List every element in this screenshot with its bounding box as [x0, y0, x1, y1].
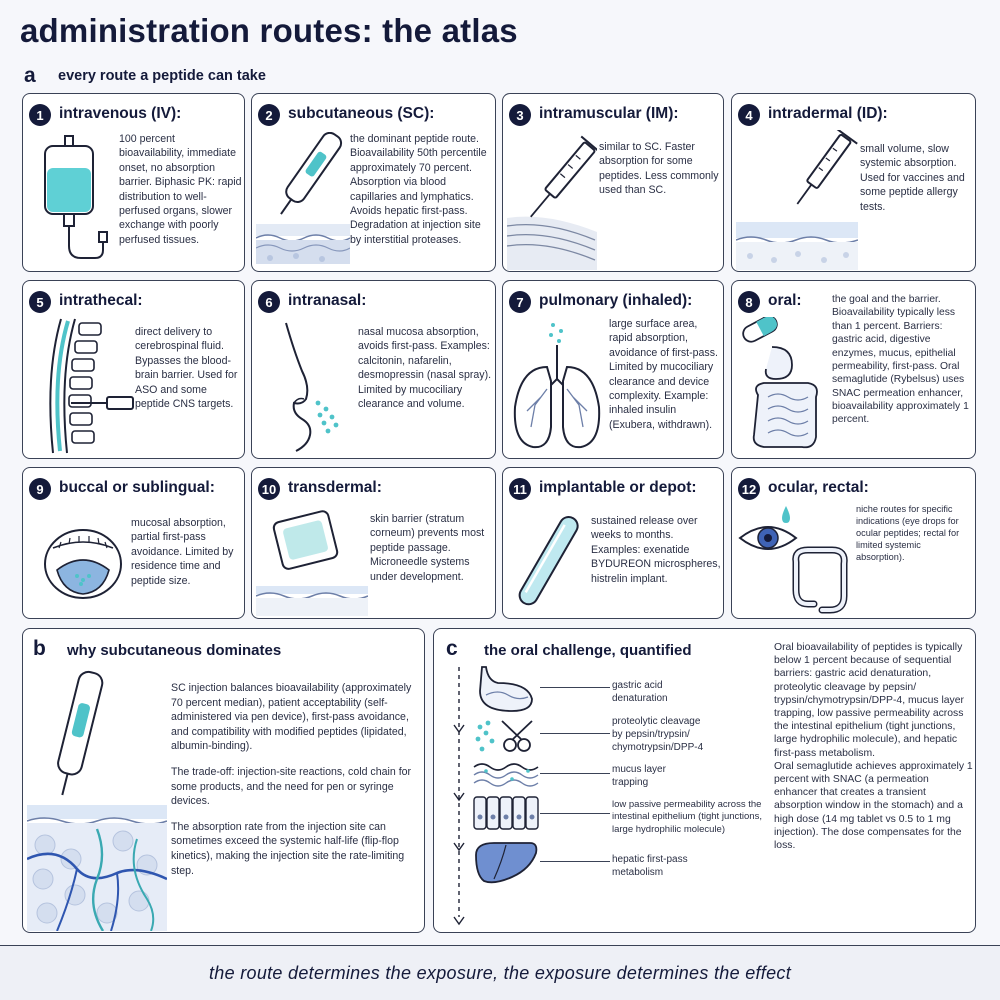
route-card-iv: 1 intravenous (IV): 100 percent bioavail…	[22, 93, 245, 272]
sc-injection-illustration-icon	[27, 670, 167, 931]
route-number: 7	[509, 291, 531, 313]
route-title: intranasal:	[288, 292, 367, 309]
panel-a-subtitle: every route a peptide can take	[58, 68, 266, 84]
route-title: intramuscular (IM):	[539, 105, 679, 122]
route-title: transdermal:	[288, 479, 382, 496]
route-number: 6	[258, 291, 280, 313]
route-card-implant: 11 implantable or depot: sustained relea…	[502, 467, 724, 619]
panel-b-paragraph: SC injection balances bioavailability (a…	[171, 682, 412, 753]
route-description: direct delivery to cerebrospinal fluid. …	[135, 326, 238, 411]
page-title: administration routes: the atlas	[20, 12, 518, 49]
lungs-icon	[513, 323, 601, 449]
liver-icon	[475, 842, 538, 884]
route-description: similar to SC. Faster absorption for som…	[599, 141, 719, 197]
step-connector	[540, 813, 610, 814]
oral-barrier-step: low passive permeability across the inte…	[612, 799, 762, 835]
oral-barrier-step: proteolytic cleavage by pepsin/trypsin/ …	[612, 716, 704, 753]
route-card-im: 3 intramuscular (IM): similar to SC. Fas…	[502, 93, 724, 272]
route-card-pulmonary: 7 pulmonary (inhaled): large surface are…	[502, 280, 724, 459]
route-title: intrathecal:	[59, 292, 143, 309]
route-number: 9	[29, 478, 51, 500]
step-connector	[540, 773, 610, 774]
route-number: 1	[29, 104, 51, 126]
patch-icon	[256, 510, 368, 616]
route-description: the goal and the barrier. Bioavailabilit…	[832, 294, 969, 426]
route-title: implantable or depot:	[539, 479, 697, 496]
syringe-muscle-icon	[507, 135, 597, 270]
stomach-icon	[479, 666, 533, 712]
panel-b-title: why subcutaneous dominates	[67, 642, 282, 659]
route-description: niche routes for specific indications (e…	[856, 504, 960, 562]
route-title: intradermal (ID):	[768, 105, 888, 122]
panel-c-card: c the oral challenge, quantified gastr	[433, 628, 976, 933]
route-number: 10	[258, 478, 280, 500]
route-card-transdermal: 10 transdermal: skin barrier (stratum co…	[251, 467, 496, 619]
route-card-id: 4 intradermal (ID): small volume, slow s…	[731, 93, 976, 272]
route-card-sc: 2 subcutaneous (SC): the dominant peptid…	[251, 93, 496, 272]
route-title: ocular, rectal:	[768, 479, 869, 496]
flow-arrow	[453, 667, 465, 926]
oral-barrier-step: mucus layer trapping	[612, 764, 666, 788]
route-card-buccal: 9 buccal or sublingual: mucosal absorpti…	[22, 467, 245, 619]
footer-tagline: the route determines the exposure, the e…	[0, 945, 1000, 1000]
gut-icon	[742, 317, 818, 449]
panel-c-letter: c	[446, 637, 458, 660]
panel-b-card: b why subcutaneous dominates SC injectio…	[22, 628, 425, 933]
step-connector	[540, 733, 610, 734]
route-card-oral: 8 oral: the goal and the barrier. Bioava…	[731, 280, 976, 459]
route-title: intravenous (IV):	[59, 105, 182, 122]
route-description: 100 percent bioavailability, immediate o…	[119, 133, 242, 246]
epithelium-icon	[473, 796, 539, 830]
route-title: pulmonary (inhaled):	[539, 292, 693, 309]
route-title: buccal or sublingual:	[59, 479, 215, 496]
route-description: nasal mucosa absorption, avoids first-pa…	[358, 326, 492, 411]
panel-c-side-paragraph: Oral bioavailability of peptides is typi…	[774, 642, 964, 759]
route-number: 4	[738, 104, 760, 126]
route-card-intrathecal: 5 intrathecal: direct delivery to cerebr…	[22, 280, 245, 459]
scissors-icon	[475, 720, 533, 752]
panel-b-text: SC injection balances bioavailability (a…	[171, 681, 417, 889]
implant-rod-icon	[518, 515, 579, 606]
panel-c-side-paragraph: Oral semaglutide achieves approximately …	[774, 760, 973, 852]
panel-a-letter: a	[24, 64, 36, 87]
step-connector	[540, 687, 610, 688]
route-description: sustained release over weeks to months. …	[591, 515, 721, 585]
route-title: oral:	[768, 292, 802, 309]
pen-injector-icon	[256, 132, 350, 264]
route-description: skin barrier (stratum corneum) prevents …	[370, 513, 485, 583]
route-card-intranasal: 6 intranasal: nasal mucosa absorption, a…	[251, 280, 496, 459]
spine-icon	[49, 318, 134, 454]
eye-colon-icon	[738, 506, 848, 614]
oral-barrier-step: gastric acid denaturation	[612, 680, 668, 704]
route-description: large surface area, rapid absorption, av…	[609, 318, 718, 431]
nose-icon	[285, 322, 339, 452]
route-number: 8	[738, 291, 760, 313]
route-description: mucosal absorption, partial first-pass a…	[131, 517, 234, 587]
step-connector	[540, 861, 610, 862]
route-number: 5	[29, 291, 51, 313]
mouth-icon	[44, 529, 122, 599]
syringe-skin-icon	[736, 130, 858, 270]
panel-c-side-text: Oral bioavailability of peptides is typi…	[774, 641, 974, 852]
panel-b-paragraph: The absorption rate from the injection s…	[171, 820, 405, 877]
route-number: 2	[258, 104, 280, 126]
route-number: 11	[509, 478, 531, 500]
route-description: the dominant peptide route. Bioavailabil…	[350, 133, 487, 246]
route-description: small volume, slow systemic absorption. …	[860, 143, 965, 213]
route-number: 3	[509, 104, 531, 126]
route-card-ocular-rectal: 12 ocular, rectal: niche routes for spec…	[731, 467, 976, 619]
route-title: subcutaneous (SC):	[288, 105, 435, 122]
iv-bag-icon	[44, 135, 108, 259]
panel-b-paragraph: The trade-off: injection-site reactions,…	[171, 766, 412, 808]
mucus-layer-icon	[473, 763, 539, 787]
oral-barrier-step: hepatic first-pass metabolism	[612, 854, 688, 878]
panel-c-title: the oral challenge, quantified	[484, 642, 692, 659]
panel-b-letter: b	[33, 637, 46, 660]
route-number: 12	[738, 478, 760, 500]
